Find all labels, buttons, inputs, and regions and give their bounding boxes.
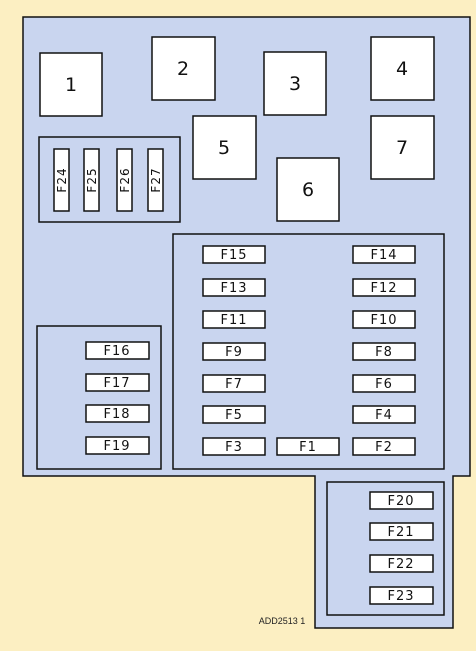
relay-4: 4 xyxy=(370,36,435,101)
fuse-f21: F21 xyxy=(369,522,434,541)
relay-label: 7 xyxy=(396,137,408,159)
fuse-label: F4 xyxy=(375,408,393,423)
relay-6: 6 xyxy=(276,157,340,222)
relay-label: 3 xyxy=(289,73,301,95)
relay-label: 4 xyxy=(396,58,408,80)
fuse-label: F22 xyxy=(387,557,414,572)
fuse-label: F16 xyxy=(103,344,130,359)
fuse-f18: F18 xyxy=(85,404,150,423)
fuse-f5: F5 xyxy=(202,405,266,424)
fuse-label: F7 xyxy=(225,377,243,392)
fuse-f25: F25 xyxy=(83,148,100,212)
vertical-fuse-group xyxy=(38,136,181,223)
fuse-label: F11 xyxy=(220,313,247,328)
fuse-f27: F27 xyxy=(147,148,164,212)
fuse-label: F3 xyxy=(225,440,243,455)
fuse-f3: F3 xyxy=(202,437,266,456)
fuse-label: F23 xyxy=(387,589,414,604)
fuse-f13: F13 xyxy=(202,278,266,297)
reference-code: ADD2513 1 xyxy=(259,616,306,626)
relay-3: 3 xyxy=(263,51,327,116)
relay-label: 6 xyxy=(302,179,314,201)
fuse-f2: F2 xyxy=(352,437,416,456)
fuse-f24: F24 xyxy=(53,148,70,212)
relay-2: 2 xyxy=(151,36,216,101)
fuse-label: F5 xyxy=(225,408,243,423)
fuse-f8: F8 xyxy=(352,342,416,361)
fuse-label: F19 xyxy=(103,439,130,454)
relay-label: 2 xyxy=(177,58,189,80)
fuse-label: F25 xyxy=(85,167,99,192)
fuse-f19: F19 xyxy=(85,436,150,455)
fuse-label: F8 xyxy=(375,345,393,360)
fuse-f12: F12 xyxy=(352,278,416,297)
left-fuse-group xyxy=(36,325,162,470)
fuse-f16: F16 xyxy=(85,341,150,360)
fuse-f23: F23 xyxy=(369,586,434,605)
fuse-f9: F9 xyxy=(202,342,266,361)
fuse-label: F9 xyxy=(225,345,243,360)
fuse-label: F20 xyxy=(387,494,414,509)
fuse-f6: F6 xyxy=(352,374,416,393)
fuse-f11: F11 xyxy=(202,310,266,329)
fuse-f17: F17 xyxy=(85,373,150,392)
relay-label: 1 xyxy=(65,74,77,96)
fuse-label: F12 xyxy=(370,281,397,296)
fuse-label: F1 xyxy=(299,440,317,455)
fuse-f1: F1 xyxy=(276,437,340,456)
bottom-fuse-group xyxy=(326,481,445,616)
fuse-label: F6 xyxy=(375,377,393,392)
fuse-f26: F26 xyxy=(116,148,133,212)
relay-label: 5 xyxy=(218,137,230,159)
main-fuse-group xyxy=(172,233,445,470)
fuse-f20: F20 xyxy=(369,491,434,510)
fuse-label: F27 xyxy=(149,167,163,192)
fuse-f7: F7 xyxy=(202,374,266,393)
fuse-label: F21 xyxy=(387,525,414,540)
fuse-f15: F15 xyxy=(202,245,266,264)
fuse-f10: F10 xyxy=(352,310,416,329)
fuse-label: F26 xyxy=(118,167,132,192)
fuse-label: F15 xyxy=(220,248,247,263)
relay-5: 5 xyxy=(192,115,257,180)
fuse-label: F14 xyxy=(370,248,397,263)
fuse-f22: F22 xyxy=(369,554,434,573)
fuse-label: F17 xyxy=(103,376,130,391)
fuse-label: F2 xyxy=(375,440,393,455)
relay-7: 7 xyxy=(370,115,435,180)
fuse-f4: F4 xyxy=(352,405,416,424)
fuse-label: F18 xyxy=(103,407,130,422)
fuse-f14: F14 xyxy=(352,245,416,264)
fuse-label: F24 xyxy=(55,167,69,192)
relay-1: 1 xyxy=(39,52,103,117)
fuse-label: F10 xyxy=(370,313,397,328)
fuse-label: F13 xyxy=(220,281,247,296)
